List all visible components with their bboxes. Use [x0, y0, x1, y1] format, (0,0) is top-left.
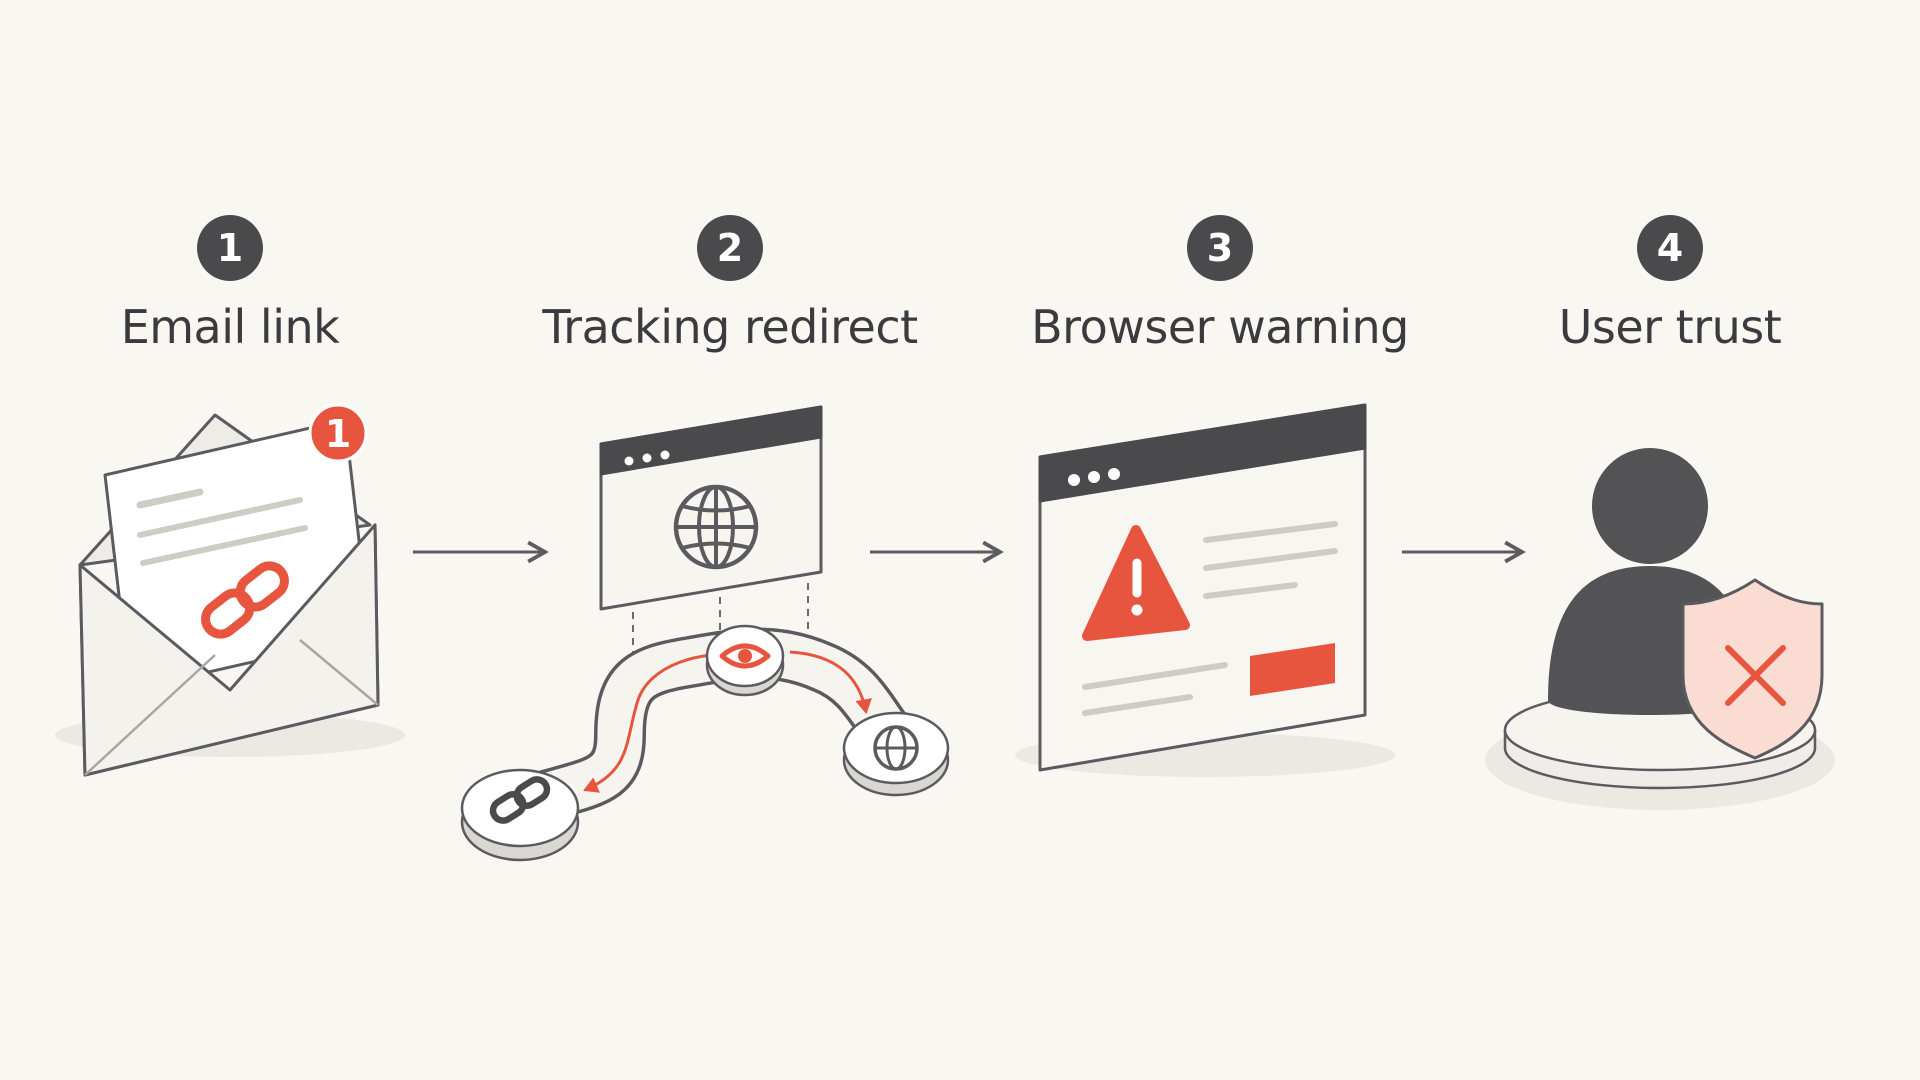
shield-x-icon [1681, 578, 1824, 760]
email-link-icon [201, 561, 289, 639]
step-label: User trust [1558, 300, 1782, 354]
source-link-node [460, 768, 580, 862]
browser-window-icon [599, 405, 823, 611]
destination-globe-node [842, 711, 950, 797]
globe-icon [673, 484, 759, 570]
eye-icon [719, 643, 771, 669]
notification-badge: 1 [308, 403, 368, 463]
step-label: Email link [120, 300, 340, 354]
tracking-eye-node [705, 624, 785, 697]
step-number-badge: 2 [697, 215, 763, 281]
redirect-path [474, 627, 921, 836]
notification-count: 1 [325, 412, 351, 456]
step-label: Browser warning [1031, 300, 1409, 354]
warning-icon [1082, 525, 1190, 641]
email-envelope-icon [55, 413, 405, 777]
step-number-badge: 1 [197, 215, 263, 281]
link-icon [489, 776, 551, 824]
step-label: Tracking redirect [542, 300, 918, 354]
step-number-badge: 3 [1187, 215, 1253, 281]
globe-icon [873, 725, 919, 771]
warning-browser-window [1015, 403, 1395, 777]
step-number-badge: 4 [1637, 215, 1703, 281]
warning-action-button [1250, 643, 1335, 696]
